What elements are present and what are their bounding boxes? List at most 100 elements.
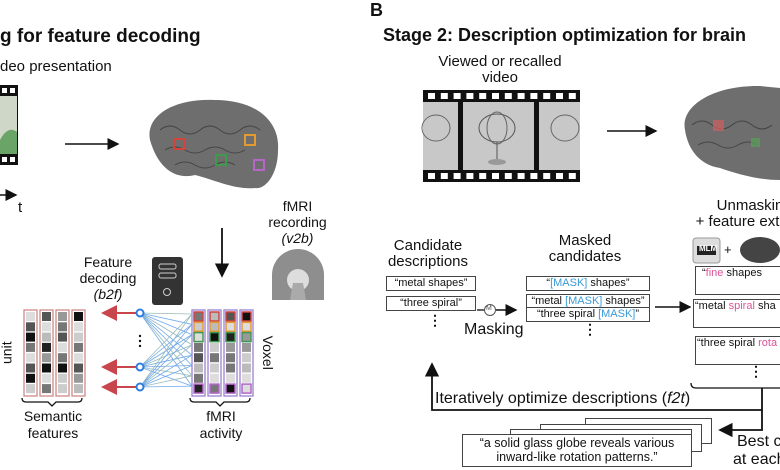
sprocket-hole xyxy=(517,93,525,99)
sprocket-hole xyxy=(466,93,474,99)
plus-sign: + xyxy=(724,242,732,257)
masked-header: Masked candidates xyxy=(548,232,622,265)
fmri-activity-matrix xyxy=(191,309,254,397)
sprocket-hole xyxy=(479,173,487,179)
matrix-cell xyxy=(194,342,203,352)
matrix-cell xyxy=(194,363,203,373)
matrix-cell xyxy=(225,321,236,333)
sprocket-hole xyxy=(453,93,461,99)
mlm-label: MLM xyxy=(699,244,718,253)
matrix-cell xyxy=(74,363,83,373)
semantic-feature-matrix xyxy=(23,309,86,397)
matrix-cell xyxy=(74,384,83,394)
unmasking-header: Unmaskin + feature extr xyxy=(695,197,780,230)
loop-label: Iteratively optimize descriptions (f2t) xyxy=(435,390,691,407)
matrix-cell xyxy=(194,353,203,363)
sprocket-hole xyxy=(543,93,551,99)
feature-decoding-label: Feature decoding (b2f) xyxy=(79,254,137,302)
mlm-icon xyxy=(692,237,721,264)
sprocket-hole xyxy=(440,173,448,179)
matrix-cell xyxy=(26,332,35,342)
decoder-network xyxy=(101,305,193,395)
matrix-cell xyxy=(26,342,35,352)
matrix-cell xyxy=(58,353,67,363)
matrix-cell xyxy=(241,331,252,343)
sprocket-hole xyxy=(556,93,563,99)
sprocket-hole xyxy=(428,93,435,99)
matrix-cell xyxy=(209,321,220,333)
matrix-cell xyxy=(210,353,219,363)
final-description-box: “a solid glass globe reveals various inw… xyxy=(462,434,692,467)
matrix-cell xyxy=(26,353,35,363)
brain-b xyxy=(684,85,780,180)
mri-scanner-icon xyxy=(272,249,324,300)
matrix-cell xyxy=(225,383,236,394)
matrix-cell xyxy=(42,332,51,342)
sprocket-hole xyxy=(504,93,512,99)
panel-a-title: g for feature decoding xyxy=(0,26,201,47)
weight-line xyxy=(139,365,193,388)
sprocket-hole xyxy=(440,93,448,99)
weight-line xyxy=(139,313,193,388)
weight-line xyxy=(139,375,193,388)
film-strip-a xyxy=(0,85,18,165)
unmasked-box: “fine shapes xyxy=(695,266,780,295)
matrix-cell xyxy=(241,311,252,322)
panel-b-letter: B xyxy=(370,0,383,20)
masked-box: “[MASK] shapes” xyxy=(526,276,650,291)
matrix-cell xyxy=(42,373,51,383)
sprocket-hole xyxy=(568,173,576,179)
matrix-cell xyxy=(58,312,67,321)
brain-a xyxy=(149,99,279,189)
matrix-cell xyxy=(226,353,235,363)
weight-line xyxy=(139,334,193,388)
sprocket-hole xyxy=(543,173,551,179)
matrix-cell xyxy=(209,383,220,394)
weight-line xyxy=(139,323,193,368)
weight-line xyxy=(139,312,193,387)
unmasked-box: “three spiral rota xyxy=(695,336,780,365)
decoder-node xyxy=(135,308,145,318)
matrix-cell xyxy=(209,311,220,322)
weight-line xyxy=(139,385,193,388)
sprocket-hole xyxy=(530,173,538,179)
matrix-cell xyxy=(26,312,35,321)
matrix-cell xyxy=(26,322,35,332)
server-icon xyxy=(152,257,183,305)
matrix-cell xyxy=(226,373,235,383)
weight-line xyxy=(139,313,193,368)
masked-box: “metal [MASK] shapes” xyxy=(526,294,650,309)
matrix-cell xyxy=(226,342,235,352)
weight-line xyxy=(139,324,193,388)
matrix-cell xyxy=(58,322,67,332)
matrix-cell xyxy=(58,342,67,352)
matrix-cell xyxy=(42,342,51,352)
sprocket-hole xyxy=(517,173,525,179)
matrix-cell xyxy=(42,322,51,332)
time-label: t xyxy=(18,199,23,216)
masked-box: “three spiral [MASK]” xyxy=(526,307,650,322)
matrix-cell xyxy=(241,321,252,333)
matrix-cell xyxy=(194,373,203,383)
matrix-cell xyxy=(26,373,35,383)
sprocket-hole xyxy=(428,173,435,179)
panel-a-subtitle: deo presentation xyxy=(0,58,112,75)
matrix-cell xyxy=(193,311,204,322)
video-label: Viewed or recalled video xyxy=(438,53,562,86)
sprocket-hole xyxy=(504,173,512,179)
masked-ellipsis: ⋮ xyxy=(583,321,597,337)
decoder-node xyxy=(135,382,145,392)
matrix-cell xyxy=(42,363,51,373)
candidate-header: Candidate descriptions xyxy=(387,237,469,270)
ellipsis-dot xyxy=(138,334,142,338)
sprocket-hole xyxy=(568,93,576,99)
ellipsis-dot xyxy=(138,344,142,348)
weight-line xyxy=(139,344,193,388)
matrix-cell xyxy=(193,331,204,343)
unmasked-box: “metal spiral sha xyxy=(693,299,780,328)
matrix-cell xyxy=(58,384,67,394)
sprocket-hole xyxy=(556,173,563,179)
matrix-cell xyxy=(225,311,236,322)
fmri-recording-label: fMRI recording (v2b) xyxy=(268,198,327,246)
sprocket-hole xyxy=(466,173,474,179)
